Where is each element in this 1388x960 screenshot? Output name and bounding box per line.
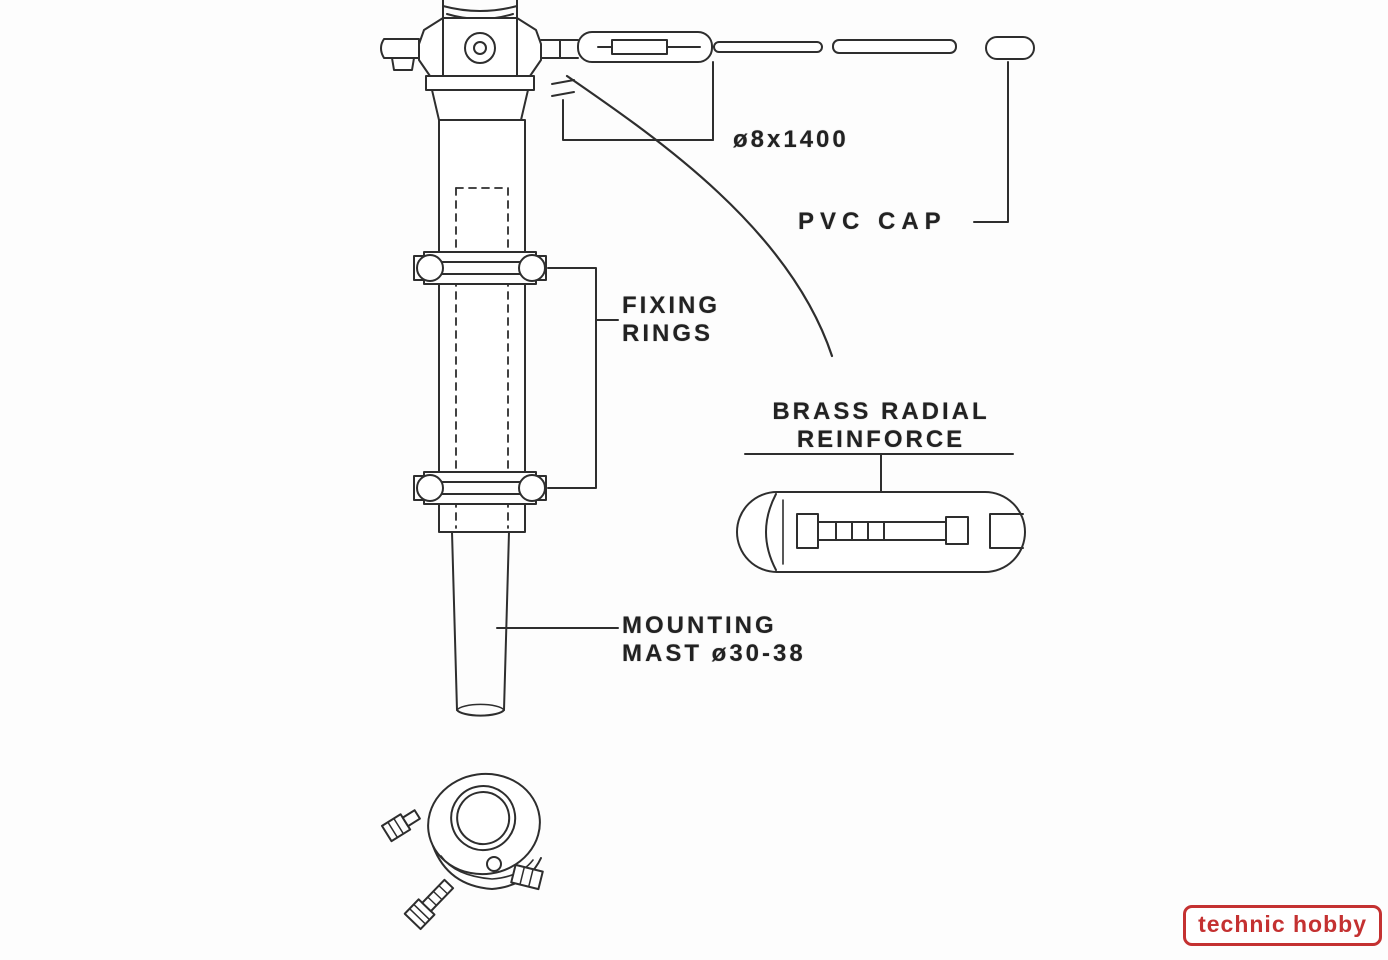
label-brass-line2: REINFORCE [796, 426, 966, 453]
label-rod-dimension: ø8x1400 [733, 126, 849, 153]
leader-lines [496, 61, 1014, 629]
clamp-nut [510, 863, 544, 891]
mounting-mast-drawing [451, 531, 510, 717]
fixing-ring-1-drawing [413, 251, 547, 285]
label-brass-line1: BRASS RADIAL [772, 398, 990, 425]
label-pvc-cap: PVC CAP [798, 208, 947, 235]
clamp-bolt-long [403, 878, 455, 931]
mast-top-stub-drawing [442, 0, 518, 20]
label-fixing-line1: FIXING [622, 292, 721, 319]
fixing-ring-2-drawing [413, 471, 547, 505]
brass-reinforce-detail-drawing [736, 491, 1026, 573]
label-mount-line2: MAST ø30-38 [622, 640, 806, 667]
antenna-hub-drawing [380, 17, 579, 121]
pvc-cap-part [985, 36, 1035, 60]
label-fixing-line2: RINGS [622, 320, 714, 347]
clamp-bolt-small [380, 809, 421, 843]
bottom-clamp-drawing [380, 772, 544, 931]
mast-tube-drawing [413, 119, 547, 717]
radial-rod-drawing [577, 31, 1035, 63]
watermark-technic-hobby: technic hobby [1183, 905, 1382, 946]
label-mount-line1: MOUNTING [622, 612, 777, 639]
